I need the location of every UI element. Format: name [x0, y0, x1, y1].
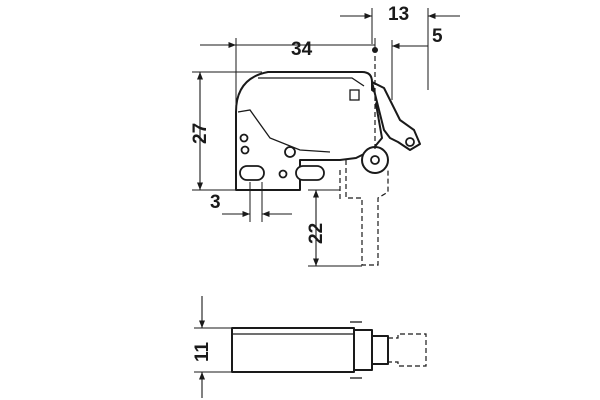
side-body	[231, 327, 355, 373]
dim-offset-top: 13	[340, 4, 460, 90]
roller-axle	[370, 155, 380, 165]
lever-extended-outline	[345, 160, 389, 266]
front-view	[235, 47, 421, 266]
slot-left	[239, 165, 265, 181]
corner-notch	[349, 89, 360, 101]
dim-stroke: 22	[306, 189, 362, 267]
side-plunger	[371, 335, 389, 365]
mounting-hole-top	[239, 133, 249, 143]
side-plunger-extended	[388, 333, 427, 367]
mounting-hole-center	[284, 146, 296, 158]
dim-depth: 11	[192, 296, 232, 398]
dim-offset-small-label: 5	[432, 26, 443, 47]
side-view	[231, 321, 427, 379]
dim-width: 34	[200, 38, 376, 110]
reference-point	[372, 47, 378, 53]
mounting-hole-lower	[278, 169, 288, 179]
dim-height-label: 27	[190, 123, 211, 144]
lever-pivot	[405, 137, 415, 147]
body-inner-step	[237, 109, 331, 153]
dim-height: 27	[190, 71, 262, 191]
body-top-ridge	[258, 77, 365, 87]
side-collar	[353, 329, 373, 371]
dim-hole-offset-label: 3	[210, 192, 221, 213]
mounting-hole-mid	[240, 145, 250, 155]
dim-stroke-label: 22	[306, 223, 327, 244]
dim-width-label: 34	[291, 39, 313, 60]
dim-offset-top-label: 13	[388, 4, 409, 25]
lever-arm	[371, 81, 421, 151]
dim-offset-small: 5	[391, 26, 443, 100]
slot-right	[295, 165, 325, 181]
dim-depth-label: 11	[192, 341, 213, 362]
dim-hole-offset: 3	[210, 182, 292, 222]
